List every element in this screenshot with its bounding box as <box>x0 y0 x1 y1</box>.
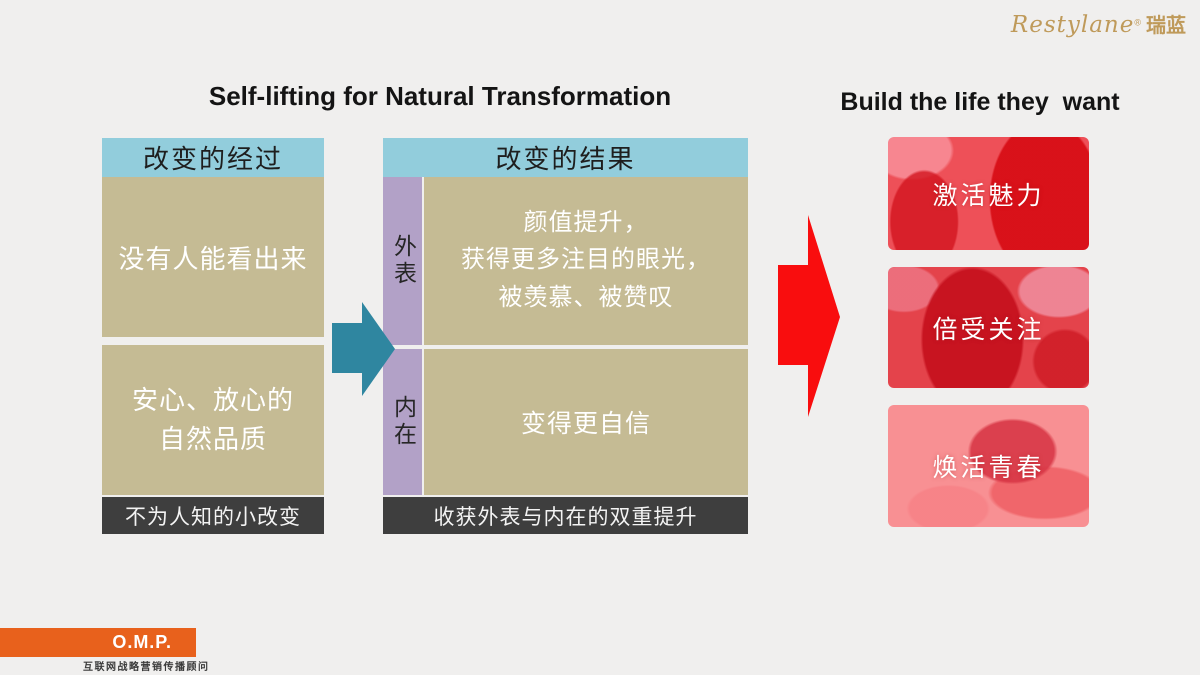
benefit-label-3: 焕活青春 <box>932 455 1045 482</box>
red-right-arrow-icon <box>778 215 840 417</box>
result-box-inner: 变得更自信 <box>424 349 748 495</box>
right-title: Build the life they want <box>840 88 1120 116</box>
process-box-2: 安心、放心的 自然品质 <box>102 345 324 495</box>
omp-logo-text: O.M.P. <box>112 632 172 652</box>
brand-logo: Restylane® 瑞蓝 <box>1011 9 1186 38</box>
registered-mark-icon: ® <box>1134 17 1141 28</box>
omp-logo: O.M.P. <box>0 628 196 657</box>
benefit-label-2: 倍受关注 <box>932 316 1045 344</box>
omp-caption: 互联网战略营销传播顾问 <box>83 662 210 673</box>
main-title: Self-lifting for Natural Transformation <box>208 81 672 111</box>
benefit-image-renew-youth: 焕活青春 <box>888 405 1089 527</box>
result-column-footer: 收获外表与内在的双重提升 <box>383 497 748 534</box>
process-column-footer: 不为人知的小改变 <box>102 497 324 534</box>
benefit-label-1: 激活魅力 <box>932 182 1045 210</box>
teal-right-arrow-icon <box>332 302 395 396</box>
result-box-outer: 颜值提升， 获得更多注目的眼光， 被羡慕、被赞叹 <box>424 177 748 345</box>
outer-appearance-strip: 外表 <box>383 177 422 345</box>
outer-appearance-label: 外表 <box>390 234 416 288</box>
result-column-header: 改变的结果 <box>383 138 748 177</box>
benefit-image-activate-charm: 激活魅力 <box>888 137 1089 250</box>
benefit-image-get-attention: 倍受关注 <box>888 267 1089 388</box>
brand-name-cn: 瑞蓝 <box>1146 15 1186 37</box>
process-column-header: 改变的经过 <box>102 138 324 177</box>
inner-self-strip: 内在 <box>383 349 422 495</box>
inner-self-label: 内在 <box>390 395 416 449</box>
process-box-1: 没有人能看出来 <box>102 177 324 337</box>
brand-name-script: Restylane <box>1010 12 1135 38</box>
